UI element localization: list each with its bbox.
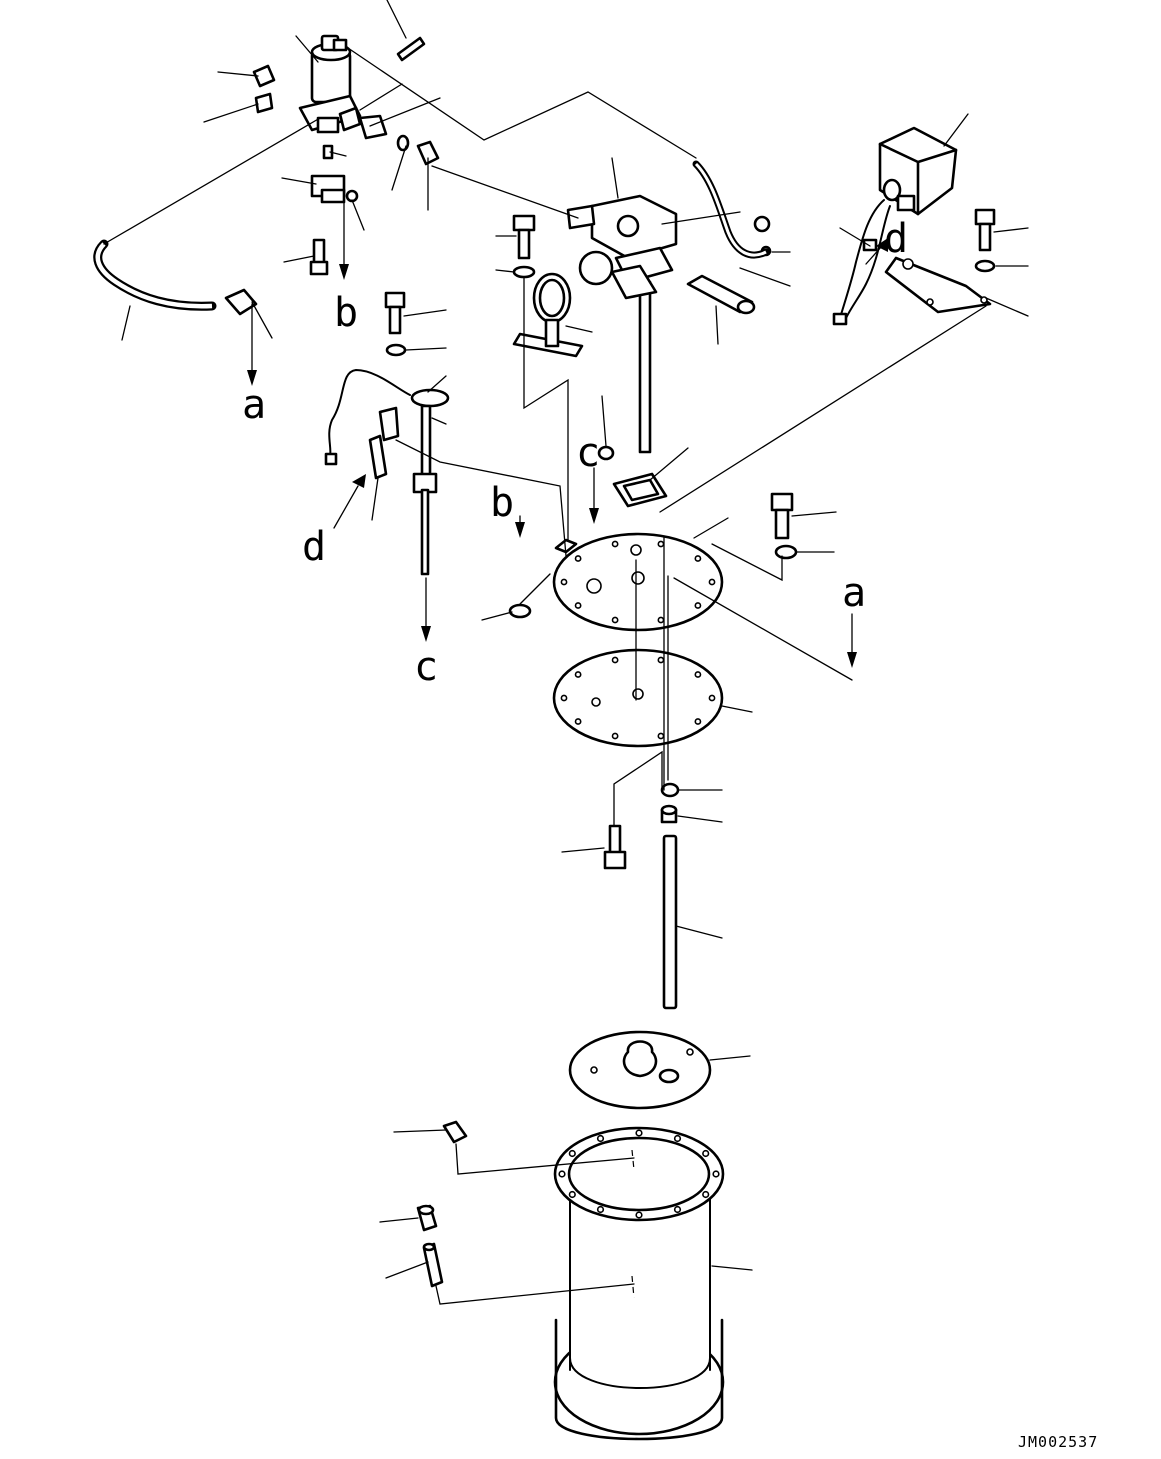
cover-bolt-hole	[657, 616, 665, 624]
cover-bolt-hole	[611, 540, 619, 548]
leader-lines	[103, 0, 1029, 1305]
flange-bolt-hole	[558, 1170, 566, 1178]
pump-filter-sleeve	[686, 274, 756, 315]
gauge-washer	[385, 343, 407, 357]
cover-gasket	[552, 648, 724, 748]
valve-connector-pin	[396, 36, 426, 62]
flange-bolt-hole	[568, 1190, 576, 1199]
flange-bolt-hole	[712, 1170, 720, 1178]
cover-bolt-hole	[611, 616, 619, 624]
drain-plug	[422, 1242, 444, 1288]
square-gasket	[612, 472, 668, 508]
callout-c-source: c	[414, 644, 438, 690]
controller-washer	[974, 259, 996, 273]
gasket-bolt-hole	[657, 656, 665, 664]
gasket-bolt-hole	[611, 656, 619, 664]
flange-bolt-hole	[635, 1129, 643, 1137]
cover-bolt-hole	[694, 602, 702, 609]
flange-bolt-hole	[702, 1190, 710, 1199]
flange-bolt-hole	[673, 1205, 682, 1214]
callout-b-source: b	[334, 290, 358, 336]
gasket-bolt-hole	[657, 732, 665, 740]
flange-bolt-hole	[596, 1134, 605, 1143]
callout-a-source: a	[242, 382, 266, 428]
drain-fitting	[416, 1204, 438, 1232]
fuel-pump-unit	[566, 194, 678, 454]
callout-a-target: a	[842, 570, 866, 616]
baffle-plate	[568, 1030, 712, 1110]
pump-bolt	[512, 214, 536, 260]
drawing-number: JM002537	[1018, 1433, 1098, 1451]
bracket-bolt	[309, 238, 329, 276]
tank-body	[553, 1126, 725, 1441]
gasket-bolt-hole	[574, 718, 582, 725]
gasket-bolt-hole	[694, 718, 702, 725]
cover-bolt-hole	[574, 602, 582, 609]
tank-cover-plate	[552, 532, 724, 632]
gasket-bolt-hole	[708, 694, 716, 702]
flange-bolt-hole	[635, 1211, 643, 1219]
breather-fitting	[442, 1120, 468, 1144]
gasket-bolt-hole	[611, 732, 619, 740]
cover-bolt	[770, 492, 794, 540]
cover-bolt-hole	[694, 555, 702, 562]
callout-b-target: b	[490, 480, 514, 526]
cover-washer-left	[508, 603, 532, 619]
cover-washer	[774, 544, 798, 560]
level-sensor	[324, 368, 450, 576]
drain-bolt	[603, 824, 627, 870]
controller-harness	[832, 199, 891, 326]
return-pipe	[692, 160, 770, 259]
cap-plug	[597, 445, 615, 461]
straight-fitting	[254, 92, 274, 114]
callout-d-target: d	[884, 216, 908, 262]
cover-bolt-hole	[574, 555, 582, 562]
nipple-fitting	[338, 106, 388, 140]
pump-washer	[512, 265, 536, 279]
controller-bracket	[884, 256, 992, 314]
callout-c-target: c	[576, 430, 600, 476]
cover-bolt-hole	[708, 578, 716, 586]
flange-bolt-hole	[568, 1149, 576, 1158]
nut-fitting	[416, 140, 440, 166]
cover-tab	[554, 538, 578, 554]
cover-bolt-hole	[560, 578, 568, 586]
gasket-bolt-hole	[560, 694, 568, 702]
suction-pipe	[662, 834, 678, 1010]
sensor-connector	[368, 406, 400, 480]
reference-arrows	[247, 195, 888, 668]
spacer-collar	[660, 804, 678, 824]
callout-d-source: d	[302, 524, 326, 570]
flange-bolt-hole	[673, 1134, 682, 1143]
fuel-hose	[93, 239, 258, 316]
washer-small	[396, 134, 410, 152]
controller-box	[878, 126, 958, 216]
gasket-bolt-hole	[574, 671, 582, 678]
cover-bolt-hole	[657, 540, 665, 548]
hose-clamp	[512, 272, 584, 358]
callout-labels: a a b b c c d d	[242, 216, 908, 690]
flange-bolt-hole	[596, 1205, 605, 1214]
gauge-bolt	[384, 291, 406, 335]
valve-bracket	[310, 144, 346, 204]
gasket-bolt-hole	[694, 671, 702, 678]
flange-bolt-hole	[702, 1149, 710, 1158]
elbow-fitting	[252, 64, 276, 88]
controller-bolt	[974, 208, 996, 252]
